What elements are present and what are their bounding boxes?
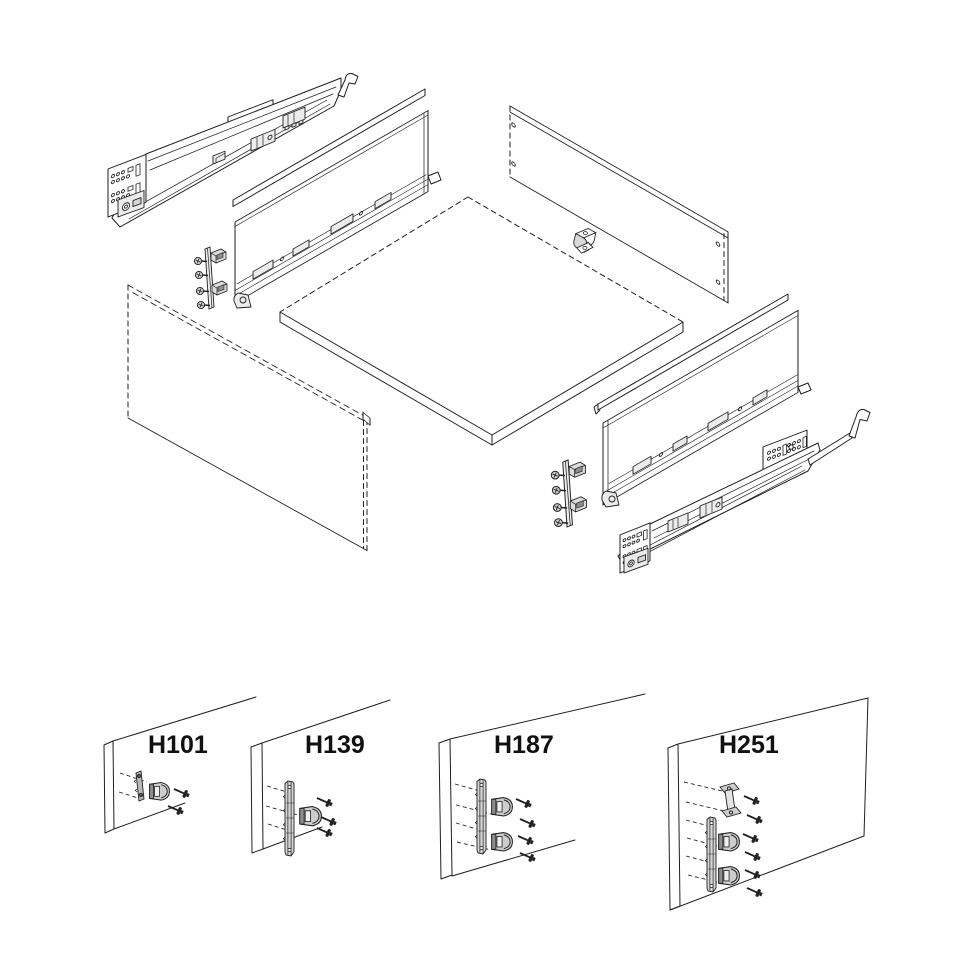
left-drawer-slide (107, 72, 359, 228)
variant-h139-panel (250, 742, 264, 854)
variant-h187: H187 (438, 693, 646, 880)
right-drawer-side-panel (602, 309, 799, 506)
variant-h139-label: H139 (305, 731, 365, 759)
variant-h187-label: H187 (494, 731, 554, 759)
variant-h101-panel (103, 740, 115, 834)
variant-h251-label: H251 (719, 731, 779, 759)
cabinet-side-panel-left (127, 284, 371, 552)
variant-h251: H251 (667, 697, 869, 911)
exploded-view (107, 72, 871, 574)
right-drawer-slide (617, 408, 871, 574)
left-drawer-side-panel (234, 109, 429, 304)
right-gallery-rail (593, 293, 789, 415)
variant-h139: H139 (250, 699, 391, 857)
right-panel-rear-tab (797, 382, 812, 395)
right-front-fixing-brackets (550, 459, 588, 528)
right-panel-front-foot (601, 490, 620, 508)
variant-h187-panel (438, 738, 453, 880)
variant-h101-label: H101 (148, 731, 208, 759)
variant-h251-adapter (719, 782, 742, 818)
left-panel-rear-tab (427, 171, 442, 185)
variant-h101: H101 (103, 696, 257, 834)
left-gallery-rail (232, 88, 426, 207)
variant-details: H101 H139 H187 (103, 693, 869, 911)
drawer-bottom-panel (279, 196, 684, 446)
left-front-fixing-brackets (193, 246, 228, 310)
back-fixing-bracket (573, 227, 597, 254)
variant-h251-panel (667, 743, 681, 911)
drawer-back-panel (509, 105, 729, 304)
left-panel-front-foot (233, 292, 252, 309)
